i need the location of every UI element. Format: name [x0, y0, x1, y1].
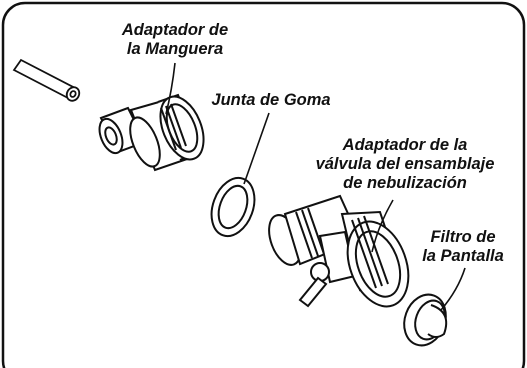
- rubber-gasket-icon: [210, 176, 256, 238]
- label-hose-adapter-line1: Adaptador de: [121, 21, 229, 39]
- hose-adapter-icon: [98, 93, 205, 172]
- label-valve-adapter: Adaptador de la válvula del ensamblaje d…: [300, 136, 510, 193]
- label-rubber-gasket: Junta de Goma: [196, 91, 346, 110]
- label-valve-adapter-line3: de nebulización: [343, 174, 467, 192]
- valve-adapter-icon: [268, 194, 410, 308]
- screen-filter-icon: [403, 293, 448, 347]
- label-screen-filter-line1: Filtro de: [430, 228, 496, 246]
- label-screen-filter: Filtro de la Pantalla: [403, 228, 523, 266]
- leader-valve-adapter: [371, 199, 394, 253]
- leader-lines: [165, 62, 466, 311]
- leader-hose-adapter: [165, 62, 176, 115]
- label-valve-adapter-line1: Adaptador de la: [342, 136, 468, 154]
- label-hose-adapter-line2: la Manguera: [126, 40, 224, 58]
- label-rubber-gasket-line1: Junta de Goma: [211, 91, 331, 109]
- leader-rubber-gasket: [243, 112, 270, 185]
- label-screen-filter-line2: la Pantalla: [422, 247, 504, 265]
- hose-tube-icon: [12, 58, 81, 102]
- leader-screen-filter: [440, 267, 466, 311]
- label-valve-adapter-line2: válvula del ensamblaje: [315, 155, 495, 173]
- label-hose-adapter: Adaptador de la Manguera: [100, 21, 250, 59]
